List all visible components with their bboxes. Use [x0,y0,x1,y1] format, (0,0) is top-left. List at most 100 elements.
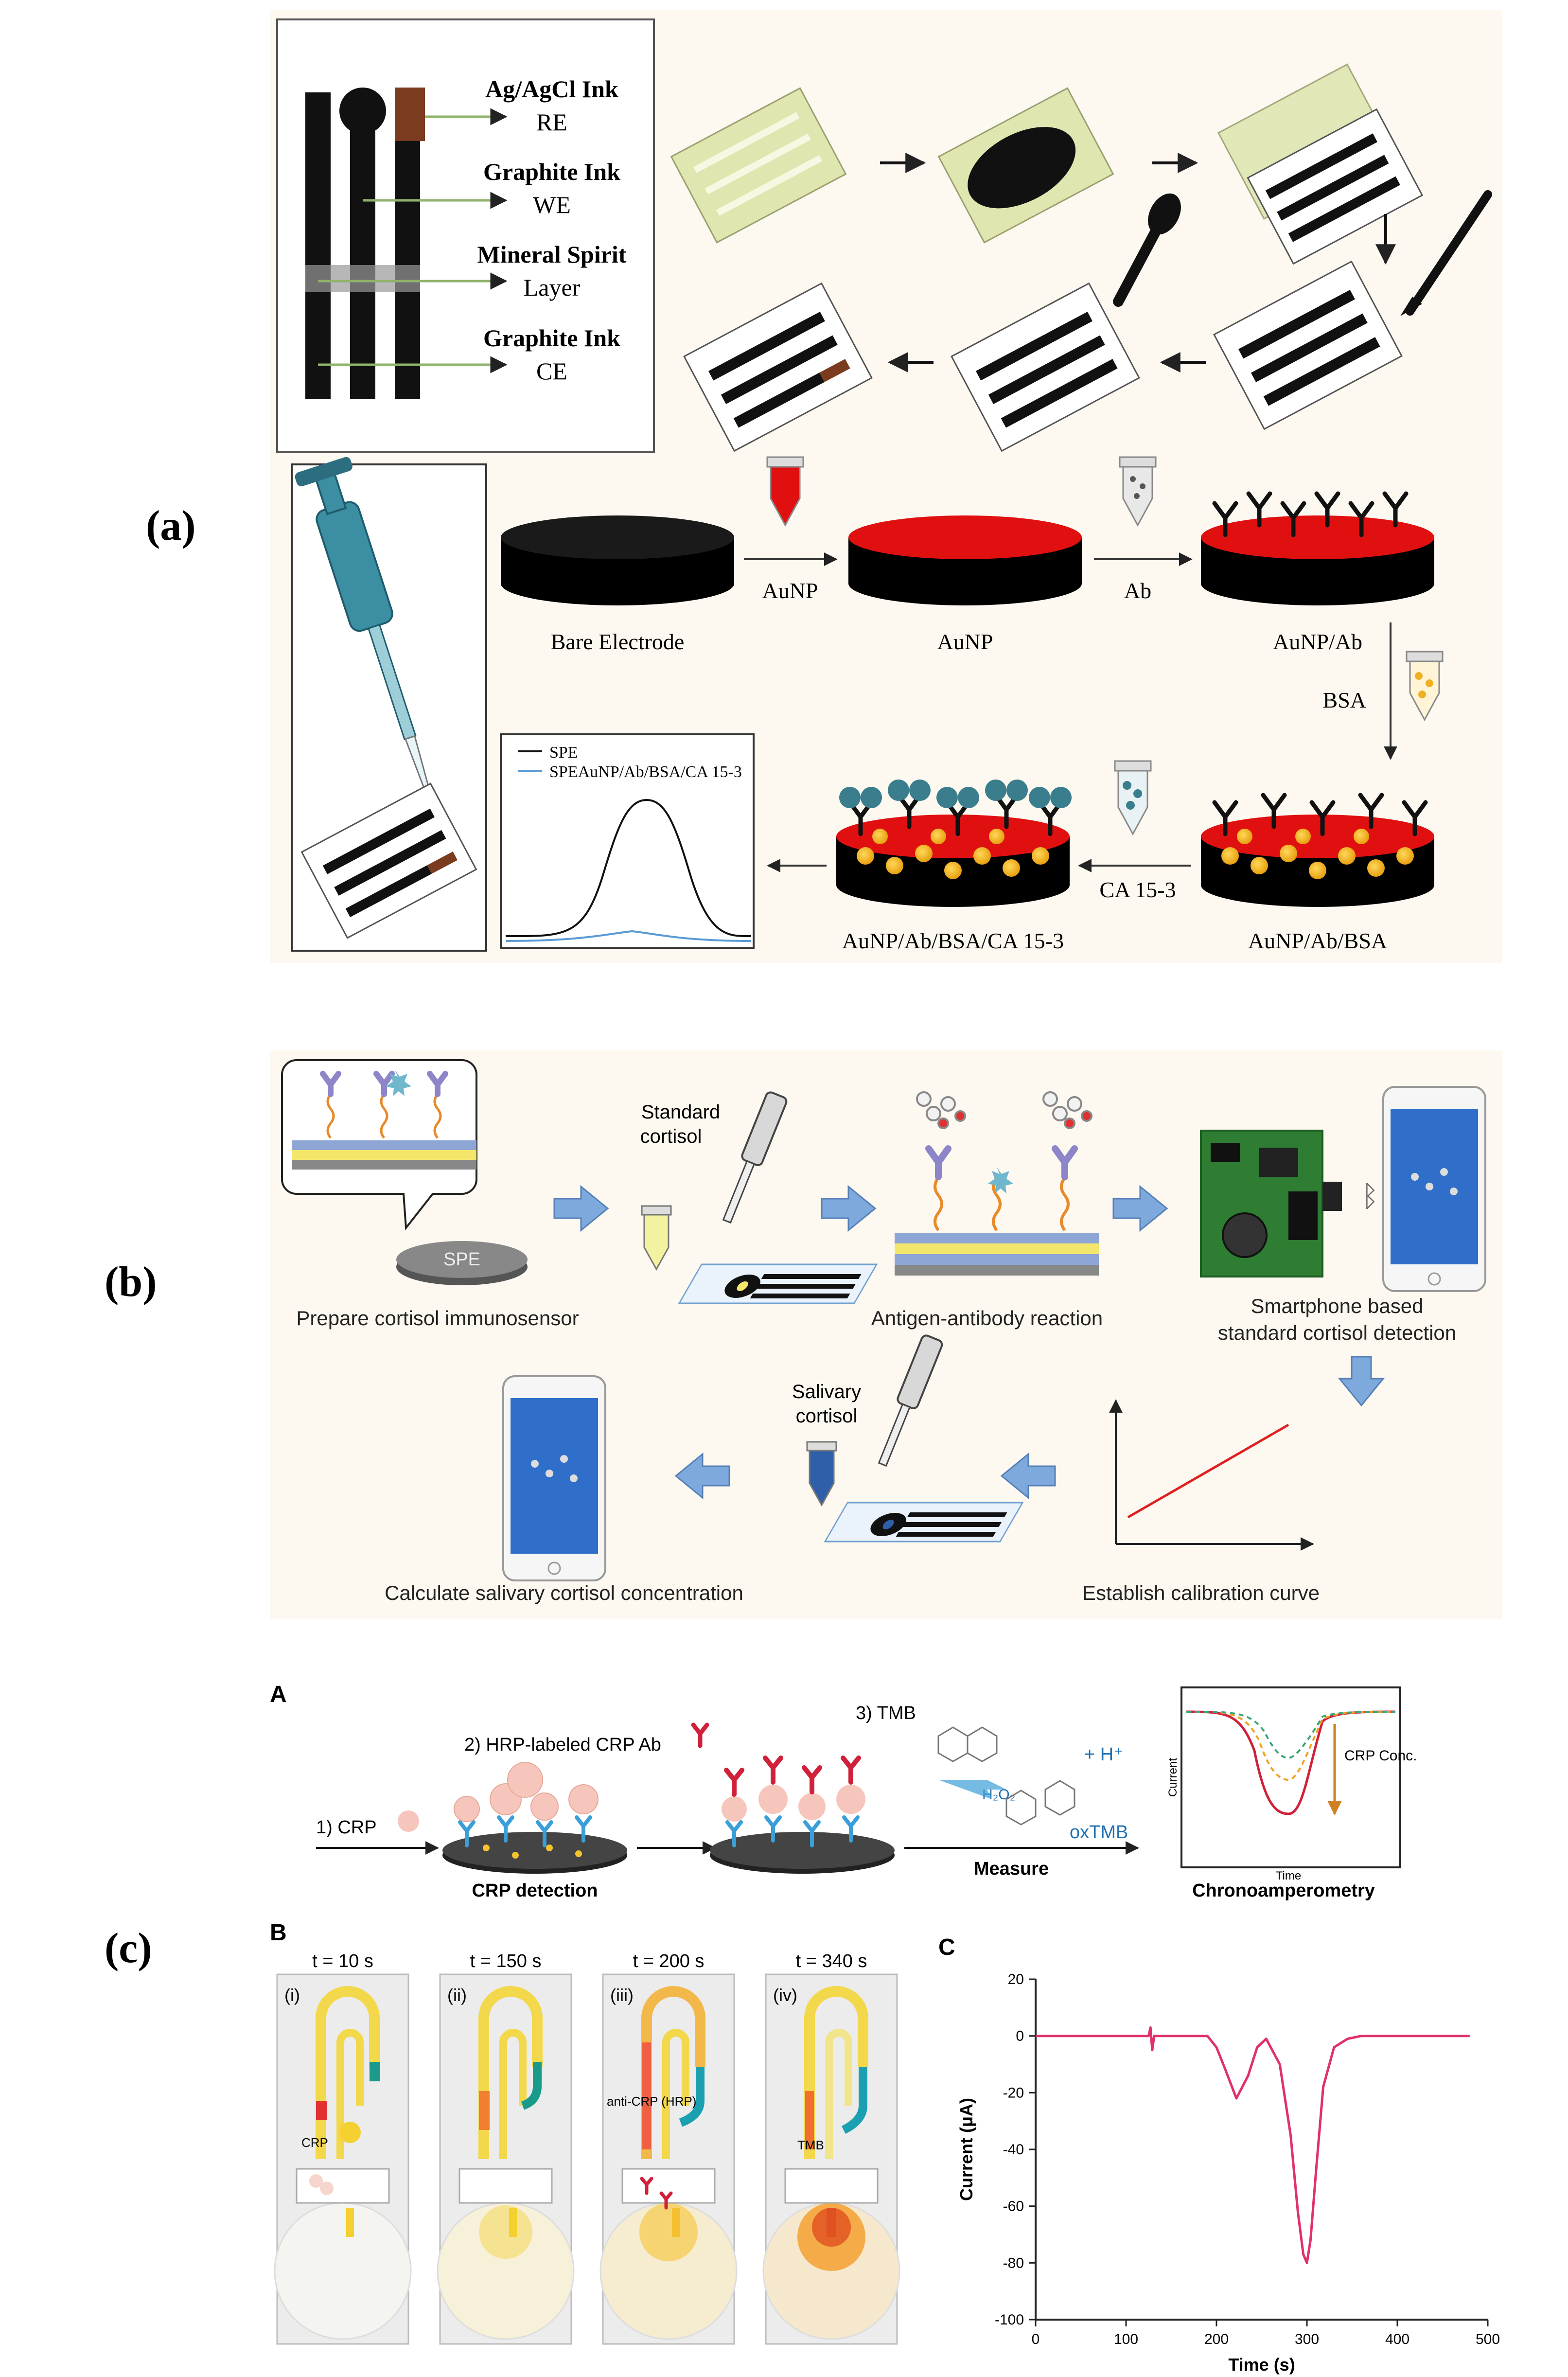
electrode-legend [276,18,655,453]
disc-aunp-ab-bsa [1201,793,1434,907]
hrp-antibody-icon [691,1722,709,1748]
chip-time: t = 340 s [796,1951,867,1971]
flow-arrow [674,1452,730,1500]
tube-bsa-reagent [1406,651,1444,722]
stage-label-bare: Bare Electrode [551,629,685,654]
chip-roman: (iii) [610,1985,634,2005]
salivary-cortisol-label-2: cortisol [796,1405,858,1427]
y-tick-label: -60 [1003,2199,1024,2215]
chip-note: CRP [301,2135,328,2150]
current-trace-line [1036,2026,1470,2264]
signal-plot-box: SPE SPEAuNP/Ab/BSA/CA 15-3 [500,733,755,949]
electrode-label-title: Graphite Ink [483,158,620,185]
x-axis-title: Time (s) [1228,2355,1295,2375]
sub-label-b: B [270,1920,287,1946]
chip-time: t = 10 s [312,1951,373,1971]
chip-note: anti-CRP (HRP) [607,2094,696,2109]
smartphone-salivary [502,1375,606,1581]
oxtmb-label: oxTMB [1070,1822,1128,1843]
x-tick-label: 0 [1032,2331,1040,2347]
stage-label-aunp: AuNP [937,629,993,654]
step-prepare: Prepare cortisol immunosensor [296,1307,579,1330]
step-reaction: Antigen-antibody reaction [871,1307,1103,1330]
circuit-board [1200,1130,1342,1277]
standard-cortisol-label-2: cortisol [640,1126,702,1147]
chip-roman: (i) [284,1985,300,2005]
chip-time: t = 200 s [633,1951,705,1971]
immunosensor-bubble [281,1059,477,1231]
reagent-label-ab: Ab [1124,578,1151,603]
legend-spe: SPE [549,744,578,762]
measure-label: Measure [974,1859,1049,1879]
sub-label-c: C [938,1934,955,1960]
microfluidic-chips: t = 10 s t = 150 s t = 200 s t = 340 s (… [274,1951,900,2345]
tube-aunp-reagent [766,456,804,527]
crp-conc-label: CRP Conc. [1344,1748,1417,1764]
standard-cortisol-setup [641,1091,878,1304]
stage-label-aunp-ab-bsa-ca: AuNP/Ab/BSA/CA 15-3 [842,928,1064,953]
y-tick-label: -20 [1003,2085,1024,2101]
electrode-label-sub: CE [536,357,567,385]
tube-ab-reagent [1119,456,1157,527]
mini-time-label: Time [1276,1869,1301,1882]
electrode-label-title: Mineral Spirit [477,241,627,268]
disc-aunp-ab-bsa-ca [836,780,1072,907]
standard-cortisol-label-1: Standard [641,1101,720,1123]
y-tick-label: -100 [995,2312,1024,2328]
x-tick-label: 400 [1385,2331,1409,2347]
chip-iv [762,1973,900,2345]
step-tmb: 3) TMB [856,1703,916,1723]
bluetooth-icon: ᛒ [1361,1180,1379,1212]
mini-chronoamperometry: CRP Conc. Current Time [1166,1686,1417,1882]
chip-roman: (iv) [773,1985,797,2005]
crp-electrode-1 [442,1762,627,1874]
y-tick-label: 0 [1016,2028,1024,2044]
tube-ca-reagent [1114,760,1152,836]
chip-roman: (ii) [447,1985,467,2005]
flow-arrow [553,1185,609,1232]
chip-time: t = 150 s [470,1951,542,1971]
hplus-label: + H⁺ [1084,1744,1123,1765]
y-tick-label: -80 [1003,2255,1024,2271]
calibration-plot [1109,1399,1314,1551]
antigen-antibody-reaction [895,1091,1099,1276]
chip-ii [437,1973,575,2345]
x-tick-label: 200 [1204,2331,1229,2347]
sub-label-a: A [270,1682,287,1707]
flow-arrow [1000,1452,1056,1500]
step-calibration: Establish calibration curve [1082,1581,1320,1604]
disc-bare-electrode [501,515,734,605]
spe-disc: SPE [396,1241,528,1285]
crp-electrode-2 [710,1756,895,1874]
y-tick-label: 20 [1008,1971,1024,1987]
chip-iii [599,1973,738,2345]
stage-label-aunp-ab: AuNP/Ab [1273,629,1362,654]
electrode-label-sub: WE [533,191,571,218]
electrode-label-title: Ag/AgCl Ink [485,75,618,103]
chip-i [274,1973,412,2345]
flow-arrow [1112,1185,1168,1232]
legend-modified: SPEAuNP/Ab/BSA/CA 15-3 [549,763,742,781]
panel-label-c: (c) [105,1925,152,1972]
disc-aunp-ab [1201,491,1434,605]
panel-b-arrows [553,1185,1385,1500]
chrono-label: Chronoamperometry [1192,1880,1375,1901]
y-axis-title: Current (μA) [956,2098,976,2201]
reagent-label-bsa: BSA [1323,688,1366,712]
mini-current-label: Current [1166,1758,1180,1797]
electrode-label-group: Ag/AgCl Ink RE Graphite Ink WE Mineral S… [477,75,627,385]
reagent-label-ca: CA 15-3 [1099,877,1176,902]
chip-note: TMB [797,2138,824,2152]
electrode-label-sub: RE [536,108,567,136]
crp-schematic: 1) CRP 2) HRP-labeled CRP Ab 3) TMB + H⁺… [316,1703,1375,1901]
stage-labels: Bare Electrode AuNP AuNP/Ab AuNP/Ab/BSA … [551,578,1387,953]
stage-label-aunp-ab-bsa: AuNP/Ab/BSA [1248,928,1387,953]
step-crp: 1) CRP [316,1817,377,1838]
step-hrp: 2) HRP-labeled CRP Ab [464,1735,661,1755]
salivary-cortisol-setup [806,1334,1024,1543]
step-smartphone-1: Smartphone based [1251,1295,1424,1317]
step-smartphone-2: standard cortisol detection [1218,1321,1456,1344]
spe-disc-label: SPE [443,1249,480,1270]
crp-detection-label: CRP detection [472,1880,598,1901]
